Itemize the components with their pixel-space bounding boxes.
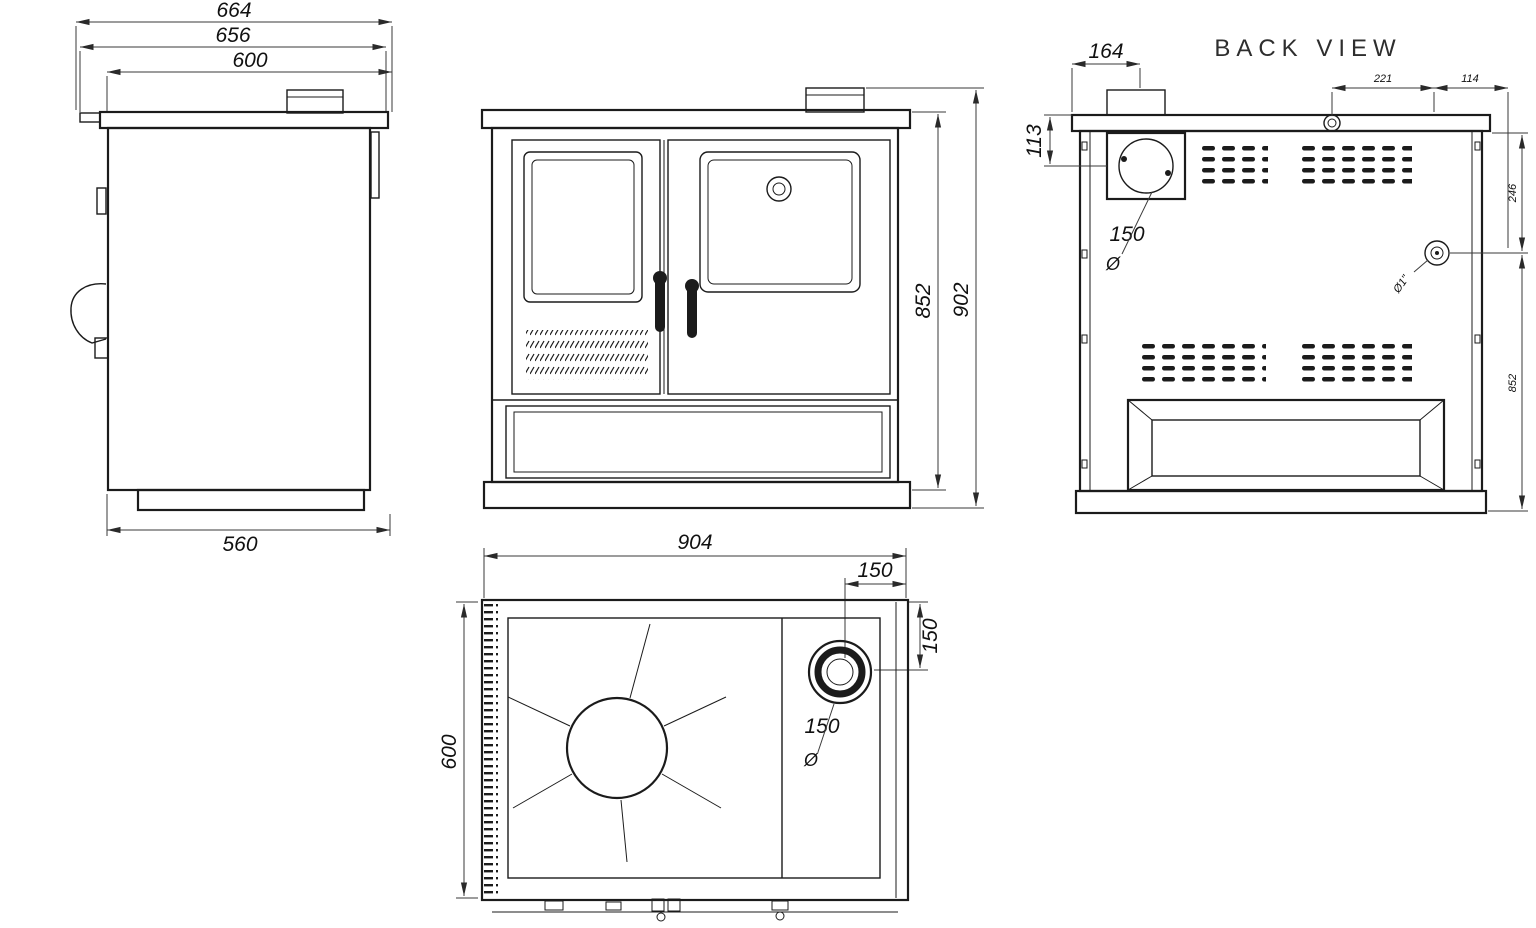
dim-label-852: 852: [912, 283, 935, 318]
vent-grille-mid-right: [1300, 344, 1412, 388]
dim-label-600-depth: 600: [438, 734, 461, 769]
wood-drawer: [505, 405, 891, 479]
side-dim-top: 600: [106, 49, 392, 112]
top-dim-flue-right: 150: [844, 559, 906, 658]
chimney-collar-back: [1106, 89, 1166, 116]
vent-grille-top-left: [1196, 146, 1268, 190]
fire-door: [511, 139, 661, 395]
fire-door-vent-grille: [526, 330, 648, 380]
panel-rivets: [1081, 141, 1481, 469]
plinth-side: [136, 488, 366, 512]
boiler-fitting: Ø1": [1391, 240, 1450, 296]
serrated-edge: [484, 602, 498, 898]
dim-label-114: 114: [1461, 73, 1479, 85]
fire-door-window: [523, 151, 643, 303]
dim-label-150-top: 150: [919, 618, 942, 653]
oven-door-window: [699, 151, 861, 293]
front-view: 852 902: [480, 87, 984, 510]
body-panel-side: [106, 126, 372, 492]
dim-label-164: 164: [1088, 40, 1123, 63]
thermometer-dial: [766, 176, 792, 202]
vent-grille-top-right: [1300, 146, 1412, 190]
dim-label-113: 113: [1023, 124, 1046, 158]
dim-label-560: 560: [222, 533, 257, 556]
back-dim-top-spacing: 221 114: [1331, 73, 1509, 248]
dim-label-150-right: 150: [857, 559, 892, 582]
top-dim-flue-front: 150: [874, 601, 942, 671]
dim-label-656: 656: [215, 24, 250, 47]
body-back: [1078, 129, 1484, 493]
chimney-collar-front: [805, 87, 865, 113]
front-rail-bracket: [79, 112, 101, 123]
vent-grille-mid-left: [1140, 344, 1266, 388]
back-dim-flue-top: 113: [1023, 114, 1107, 167]
door-handles: [653, 271, 699, 338]
back-flue-diameter-label: 150 Ø: [1105, 191, 1153, 274]
dim-label-flue-150: 150: [1109, 223, 1144, 246]
back-view: BACK VIEW 164: [1023, 35, 1528, 515]
front-dim-body-height: 852: [912, 111, 946, 491]
side-stove-body: [70, 89, 390, 512]
dim-label-246: 246: [1507, 183, 1519, 203]
back-dim-flue-left: 164: [1071, 40, 1141, 112]
dim-label-852-back: 852: [1507, 374, 1519, 392]
dim-label-904: 904: [677, 531, 712, 554]
flue-outlet-box: [1105, 131, 1187, 201]
oven-door-handle: [687, 286, 697, 338]
door-handle-side: [70, 283, 107, 344]
dim-label-664: 664: [216, 0, 251, 22]
dim-label-600: 600: [232, 49, 267, 72]
chimney-collar-side: [286, 89, 344, 114]
fire-door-handle: [655, 278, 665, 332]
top-flue-diameter-label: 150 Ø: [803, 703, 840, 770]
oven-door: [667, 139, 891, 395]
base-front: [482, 480, 912, 510]
drawer-recess-back: [1126, 398, 1446, 492]
side-view: 664 656 600: [70, 0, 393, 556]
back-view-title: BACK VIEW: [1214, 35, 1401, 62]
flue-collar-top: [807, 639, 873, 705]
side-dim-base: 560: [106, 494, 391, 556]
dim-label-fitting: Ø1": [1391, 272, 1413, 296]
base-back: [1074, 489, 1488, 515]
top-plate-side: [98, 110, 390, 130]
handle-bracket: [94, 337, 109, 359]
top-plate-fitting: [1323, 114, 1341, 132]
flue-outlet-circle: [1118, 138, 1174, 194]
front-dim-overall-height: 902: [866, 87, 984, 509]
dim-label-902: 902: [950, 282, 973, 317]
top-dim-depth: 600: [438, 601, 478, 899]
dim-label-221: 221: [1373, 73, 1392, 85]
control-tabs: [492, 898, 898, 922]
cooktop-outline: [480, 598, 910, 902]
top-view: 904 150 150: [438, 531, 942, 922]
back-dim-right: 246 852: [1450, 132, 1528, 512]
side-dim-overall: 664: [75, 0, 393, 112]
top-dim-width: 904: [483, 531, 907, 598]
side-dim-mid: 656: [79, 24, 387, 112]
dim-label-flue-150-top: 150: [804, 715, 839, 738]
top-plate-back: [1070, 113, 1492, 133]
diameter-symbol-top: Ø: [803, 750, 819, 770]
door-latch-side: [96, 187, 107, 215]
cooktop-plate: [507, 617, 881, 879]
diameter-symbol: Ø: [1105, 254, 1121, 274]
back-edge-strip: [370, 131, 380, 199]
burner-ring: [507, 623, 727, 863]
